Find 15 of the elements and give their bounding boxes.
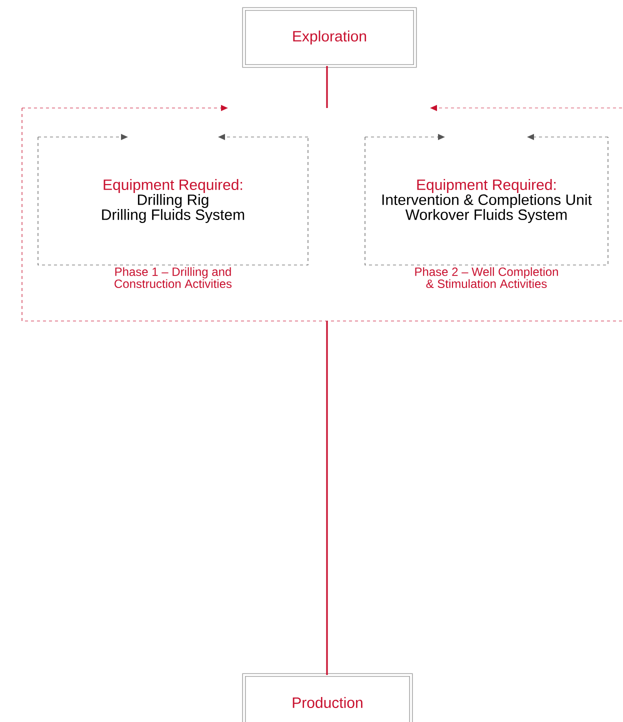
node-label: Drilling Rig	[138, 194, 208, 208]
node-label: Equipment Required:	[417, 179, 556, 194]
equipment-box: Equipment Required: Intervention & Completions Unit Workover Fluids System	[364, 134, 608, 266]
dashed-frame	[22, 104, 623, 322]
node-label: Equipment Required:	[104, 179, 242, 194]
node-label: Drilling Fluids System	[102, 208, 244, 223]
node-label: Workover Fluids System	[405, 208, 567, 223]
phase-caption: Phase 1 – Drilling and Construction Activities	[114, 267, 232, 288]
stage-box: Exploration	[242, 7, 417, 68]
node-label: Intervention & Completions Unit	[382, 194, 592, 208]
equipment-box: Equipment Required: Drilling Rig Drilling Fluids System	[38, 134, 308, 266]
connector-line	[326, 66, 328, 108]
connector-line	[326, 321, 328, 675]
stage-box: Production	[242, 673, 413, 722]
phase-caption: Phase 2 – Well Completion & Stimulation Activities	[415, 267, 558, 288]
